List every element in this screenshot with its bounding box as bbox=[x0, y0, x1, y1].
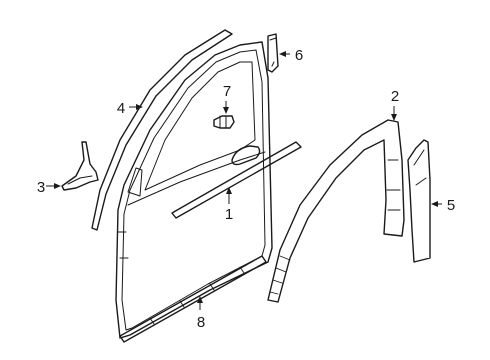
part-1-belt-moulding bbox=[171, 141, 302, 219]
callout-1: 1 bbox=[225, 187, 233, 223]
part-7-clip bbox=[213, 115, 235, 129]
callout-7: 7 bbox=[223, 83, 231, 114]
callout-label-2: 2 bbox=[391, 88, 399, 105]
callout-label-3: 3 bbox=[37, 179, 45, 196]
callout-8: 8 bbox=[197, 296, 205, 331]
part-4-weatherstrip bbox=[91, 29, 233, 231]
callout-4: 4 bbox=[117, 100, 143, 117]
front-door bbox=[115, 41, 273, 339]
callout-label-6: 6 bbox=[295, 47, 303, 64]
callout-label-8: 8 bbox=[197, 314, 205, 331]
callout-2: 2 bbox=[391, 88, 399, 121]
part-5-pillar-applique bbox=[407, 139, 431, 263]
callout-label-5: 5 bbox=[447, 197, 455, 214]
part-8-lower-moulding bbox=[119, 255, 267, 343]
callout-3: 3 bbox=[37, 179, 61, 196]
callout-label-7: 7 bbox=[223, 83, 231, 100]
part-6-trim-piece bbox=[267, 33, 279, 73]
callout-label-4: 4 bbox=[117, 100, 125, 117]
callout-label-1: 1 bbox=[225, 206, 233, 223]
part-3-mirror-seal bbox=[61, 141, 99, 191]
callout-5: 5 bbox=[431, 197, 455, 214]
callout-6: 6 bbox=[279, 47, 303, 64]
part-2-arch-seal bbox=[267, 119, 405, 303]
